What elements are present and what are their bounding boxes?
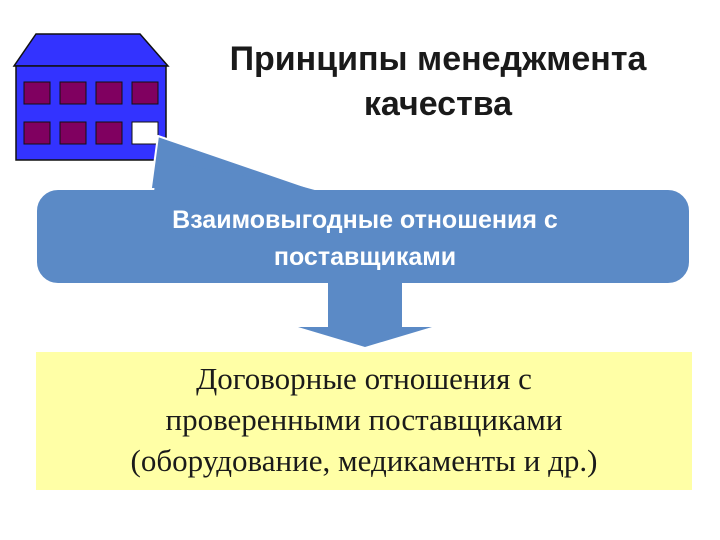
title-line-1: Принципы менеджмента bbox=[230, 40, 648, 78]
principle-line-1: Взаимовыгодные отношения с bbox=[172, 206, 558, 234]
building-window bbox=[95, 81, 123, 105]
down-arrow bbox=[298, 282, 432, 347]
building-window bbox=[23, 81, 51, 105]
explanation-box bbox=[36, 352, 692, 490]
building-window bbox=[23, 121, 51, 145]
title-line-2: качества bbox=[364, 85, 513, 123]
building-window bbox=[59, 81, 87, 105]
building-window bbox=[59, 121, 87, 145]
building-window bbox=[95, 121, 123, 145]
explanation-line-1: Договорные отношения с bbox=[196, 361, 532, 396]
building-window-lit bbox=[131, 121, 159, 145]
building-window bbox=[131, 81, 159, 105]
explanation-line-2: проверенными поставщиками bbox=[166, 402, 563, 437]
building-wall bbox=[15, 65, 167, 161]
office-building-icon bbox=[12, 33, 170, 161]
building-roof bbox=[12, 33, 170, 67]
explanation-line-3: (оборудование, медикаменты и др.) bbox=[131, 443, 598, 478]
principle-line-2: поставщиками bbox=[274, 243, 456, 271]
